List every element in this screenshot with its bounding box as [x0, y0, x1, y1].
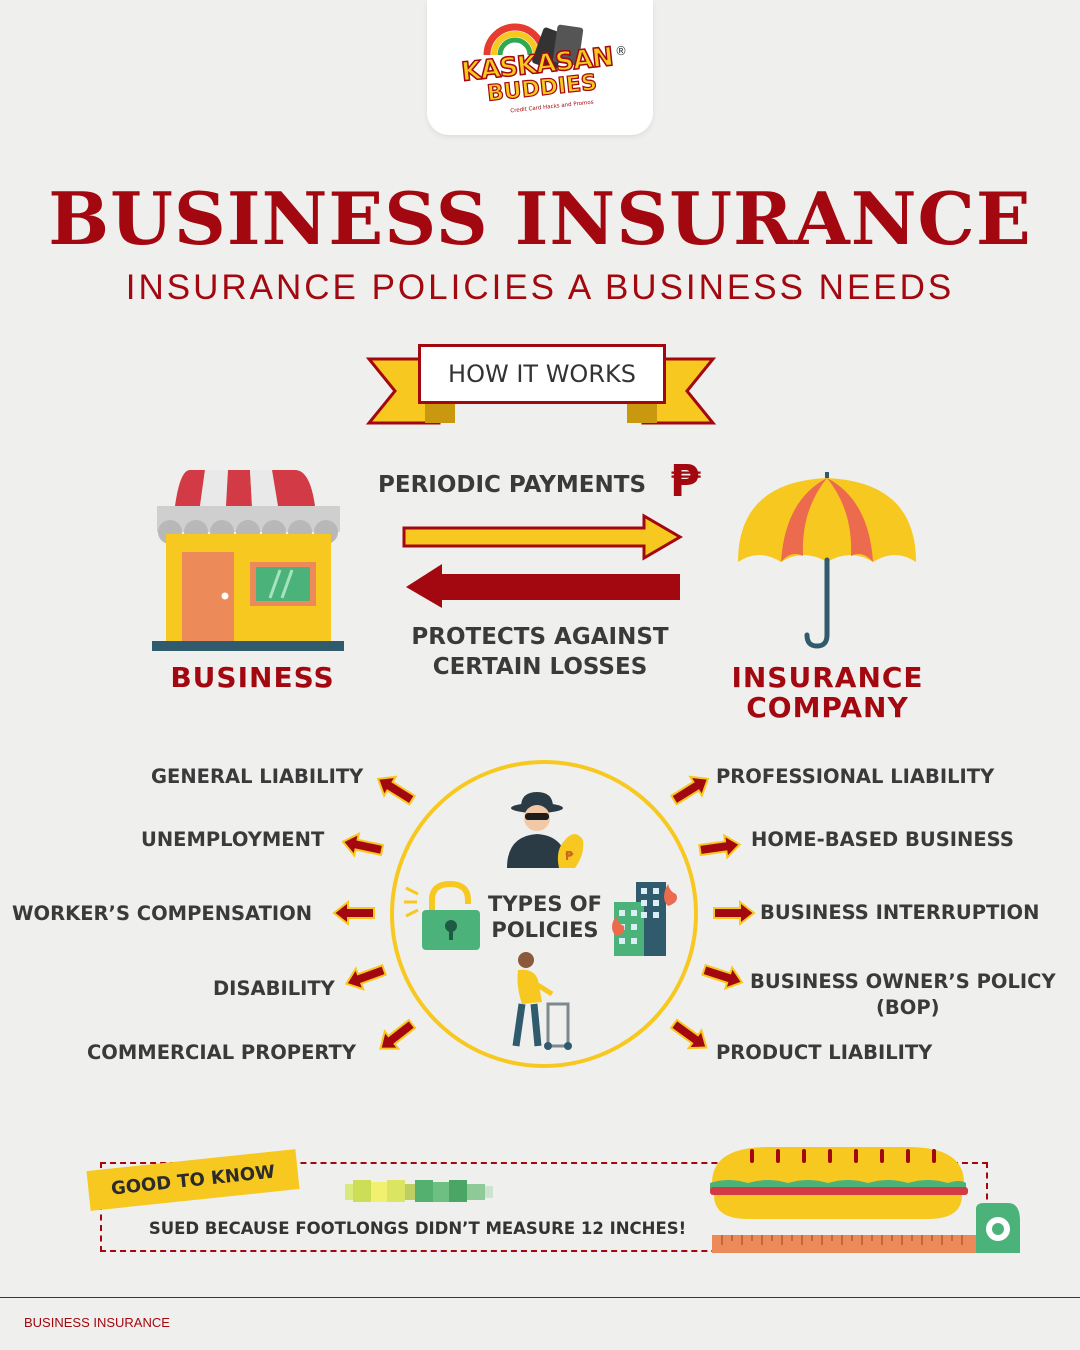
policy-product-liability: PRODUCT LIABILITY	[716, 1041, 933, 1064]
arrow-icon	[339, 829, 386, 862]
insurer-line-1: INSURANCE	[731, 661, 924, 694]
protection-label: PROTECTS AGAINST CERTAIN LOSSES	[395, 622, 685, 682]
lock-icon	[404, 880, 480, 950]
blurred-brand-logo	[345, 1180, 493, 1202]
policy-unemployment: UNEMPLOYMENT	[141, 828, 325, 851]
policy-circle	[390, 760, 698, 1068]
peso-icon: ₱	[670, 456, 701, 507]
types-of-policies-label: TYPES OF POLICIES	[470, 891, 620, 943]
arrow-icon	[699, 958, 747, 994]
policy-workers-compensation: WORKER’S COMPENSATION	[12, 902, 313, 925]
arrow-icon	[372, 1014, 420, 1059]
svg-text:₱: ₱	[565, 849, 574, 863]
policy-business-owners-policy: BUSINESS OWNER’S POLICY	[750, 970, 1056, 993]
arrow-icon	[341, 958, 389, 996]
policy-bop-abbreviation: (BOP)	[876, 996, 940, 1019]
policy-professional-liability: PROFESSIONAL LIABILITY	[716, 765, 995, 788]
footer-label: BUSINESS INSURANCE	[24, 1315, 170, 1330]
arrow-right-icon	[402, 513, 683, 561]
policy-business-interruption: BUSINESS INTERRUPTION	[760, 901, 1040, 924]
policy-home-based-business: HOME-BASED BUSINESS	[751, 828, 1014, 851]
good-to-know-text: SUED BECAUSE FOOTLONGS DIDN’T MEASURE 12…	[148, 1219, 687, 1238]
insurance-company-label: INSURANCE COMPANY	[700, 663, 955, 723]
arrow-icon	[333, 901, 375, 925]
page-title: BUSINESS INSURANCE	[48, 176, 1032, 261]
elderly-person-icon	[512, 952, 572, 1050]
center-line-2: POLICIES	[491, 918, 599, 942]
arrow-left-icon	[406, 564, 680, 608]
policy-general-liability: GENERAL LIABILITY	[151, 765, 364, 788]
burning-building-icon	[612, 882, 677, 956]
sandwich-icon	[710, 1147, 1020, 1253]
page-subtitle: INSURANCE POLICIES A BUSINESS NEEDS	[125, 268, 955, 307]
arrow-icon	[667, 768, 715, 811]
how-it-works-label: HOW IT WORKS	[418, 344, 666, 404]
arrow-icon	[713, 901, 755, 925]
brand-logo: ®	[483, 23, 627, 71]
periodic-payments-label: PERIODIC PAYMENTS	[378, 472, 647, 498]
insurer-line-2: COMPANY	[746, 691, 909, 724]
protection-line-1: PROTECTS AGAINST	[411, 624, 669, 650]
logo-card: ® KASKASAN BUDDIES Credit Card Hacks and…	[427, 0, 653, 135]
arrow-icon	[371, 768, 419, 811]
protection-line-2: CERTAIN LOSSES	[432, 654, 648, 680]
payment-arrows	[402, 513, 683, 608]
business-label: BUSINESS	[170, 661, 335, 694]
umbrella-icon	[738, 472, 916, 649]
arrow-icon	[666, 1014, 714, 1058]
store-icon	[152, 470, 344, 651]
footer-divider	[0, 1297, 1080, 1298]
policy-disability: DISABILITY	[213, 977, 335, 1000]
policy-commercial-property: COMMERCIAL PROPERTY	[87, 1041, 356, 1064]
center-line-1: TYPES OF	[488, 892, 602, 916]
svg-text:®: ®	[615, 44, 627, 58]
arrow-icon	[697, 832, 743, 862]
thief-icon: ₱	[507, 792, 584, 868]
